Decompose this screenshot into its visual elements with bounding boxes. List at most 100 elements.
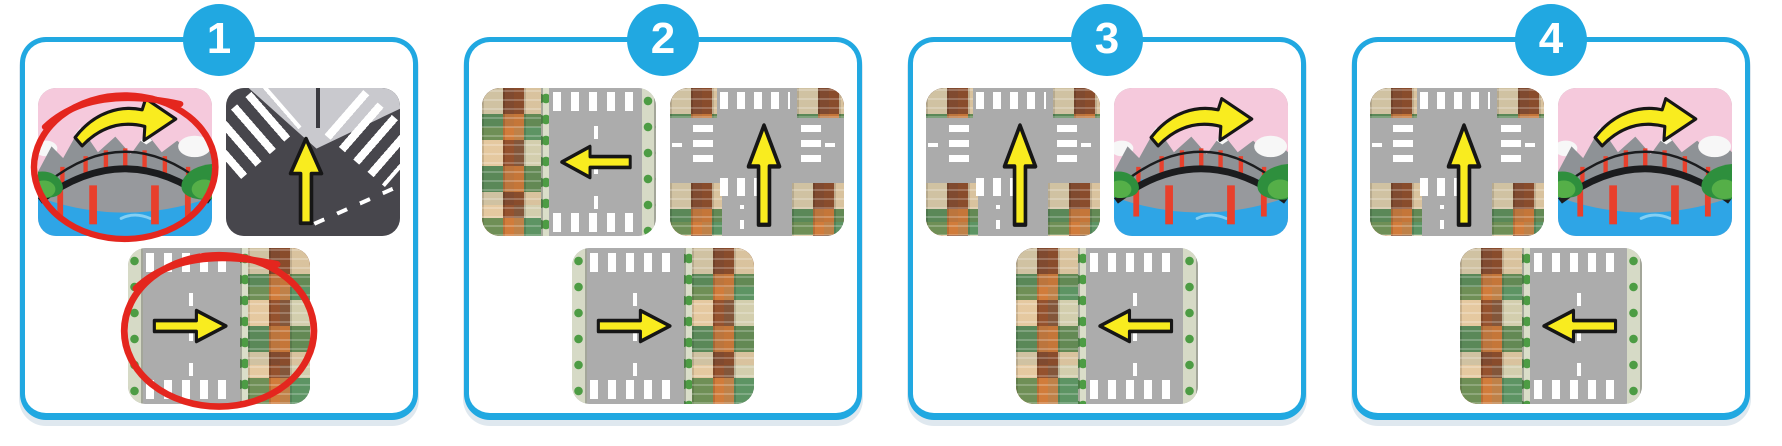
crosswalk-top (1420, 91, 1491, 109)
tile-bridge[interactable] (31, 88, 219, 242)
buildings-corner (670, 88, 717, 118)
sidewalk-strip (128, 248, 143, 404)
buildings-corner (1047, 182, 1100, 236)
tile-bridge[interactable] (1558, 88, 1732, 236)
crosswalk-top (146, 252, 237, 273)
buildings (692, 248, 754, 404)
panel-number-badge: 1 (183, 4, 255, 76)
tile-group (913, 42, 1301, 413)
tile-group (25, 42, 413, 413)
arrow-up-icon (286, 134, 326, 226)
crosswalk-bottom (976, 178, 1022, 197)
buildings-corner (670, 182, 723, 236)
crosswalk-bottom (1533, 379, 1624, 400)
road (586, 248, 684, 404)
sidewalk-strip (572, 248, 587, 404)
sidewalk-strip (642, 88, 656, 236)
tile-street-left[interactable] (482, 88, 656, 236)
lane-dashes (1371, 142, 1390, 147)
tile-crossroads[interactable] (670, 88, 844, 236)
crosswalk-bottom (1420, 178, 1466, 197)
signal-pole (316, 88, 321, 128)
buildings (248, 248, 310, 404)
arrow-left-icon (1096, 306, 1174, 346)
arrow-up-icon (744, 120, 784, 228)
panel-number-badge: 2 (627, 4, 699, 76)
tree-strip (1077, 248, 1087, 404)
buildings (1016, 248, 1078, 404)
arrow-curve-right-icon (1144, 95, 1259, 154)
crosswalk-bottom (720, 178, 766, 197)
crosswalk-right (800, 123, 822, 162)
crosswalk-top (552, 92, 639, 111)
arrow-right-icon (596, 306, 674, 346)
tile-bridge[interactable] (1114, 88, 1288, 236)
puzzle-board: 1 (20, 4, 1750, 420)
tree-strip (1521, 248, 1531, 404)
lane-dashes (1080, 142, 1099, 147)
crosswalk-bottom (552, 213, 639, 232)
buildings-corner (797, 88, 844, 118)
arrow-up-icon (1000, 120, 1040, 228)
tile-crossroads[interactable] (926, 88, 1100, 236)
lane-dashes (1524, 142, 1543, 147)
arrow-right-icon (152, 306, 230, 346)
crosswalk-left (948, 123, 970, 162)
buildings (482, 88, 542, 236)
crosswalk-top (1089, 252, 1180, 273)
answer-panel-4[interactable]: 4 (1352, 4, 1750, 420)
panel-number-badge: 4 (1515, 4, 1587, 76)
tile-crossroads[interactable] (1370, 88, 1544, 236)
tree-strip (541, 88, 550, 236)
tile-street-right[interactable] (572, 248, 754, 404)
tile-dark-junction[interactable] (226, 88, 400, 236)
bridge-illustration (1114, 88, 1288, 236)
lane-dashes (671, 142, 690, 147)
tile-street-left[interactable] (1460, 248, 1642, 404)
crosswalk-left (692, 123, 714, 162)
buildings (1460, 248, 1522, 404)
road (142, 248, 240, 404)
buildings-corner (1053, 88, 1100, 118)
tile-group (1357, 42, 1745, 413)
answer-panel-3[interactable]: 3 (908, 4, 1306, 420)
tile-street-right[interactable] (120, 248, 318, 411)
road (1086, 248, 1184, 404)
tree-strip (683, 248, 693, 404)
arrow-up-icon (1444, 120, 1484, 228)
buildings-corner (926, 182, 979, 236)
crosswalk-bottom (1089, 379, 1180, 400)
lane-dashes (927, 142, 946, 147)
buildings-corner (1370, 88, 1417, 118)
answer-panel-2[interactable]: 2 (464, 4, 862, 420)
crosswalk-right (1056, 123, 1078, 162)
sidewalk-strip (1627, 248, 1642, 404)
buildings-corner (926, 88, 973, 118)
arrow-curve-right-icon (1588, 95, 1703, 154)
buildings-corner (791, 182, 844, 236)
lane-dashes (824, 142, 843, 147)
buildings-corner (1491, 182, 1544, 236)
panel-number-badge: 3 (1071, 4, 1143, 76)
sidewalk-strip (1183, 248, 1198, 404)
crosswalk-top (976, 91, 1047, 109)
buildings-corner (1497, 88, 1544, 118)
arrow-curve-right-icon (68, 95, 183, 154)
answer-panel-1[interactable]: 1 (20, 4, 418, 420)
crosswalk-top (590, 252, 681, 273)
lane-dashes (995, 204, 1000, 229)
lane-dashes (1439, 204, 1444, 229)
tile-street-left[interactable] (1016, 248, 1198, 404)
crosswalk-left (1392, 123, 1414, 162)
crosswalk-bottom (590, 379, 681, 400)
buildings-corner (1370, 182, 1423, 236)
crosswalk-right (1500, 123, 1522, 162)
road (549, 88, 643, 236)
crosswalk-bottom (146, 379, 237, 400)
arrow-left-icon (558, 142, 633, 182)
crosswalk-top (1533, 252, 1624, 273)
crosswalk-top (720, 91, 791, 109)
road (1530, 248, 1628, 404)
tile-group (469, 42, 857, 413)
lane-dashes (739, 204, 744, 229)
